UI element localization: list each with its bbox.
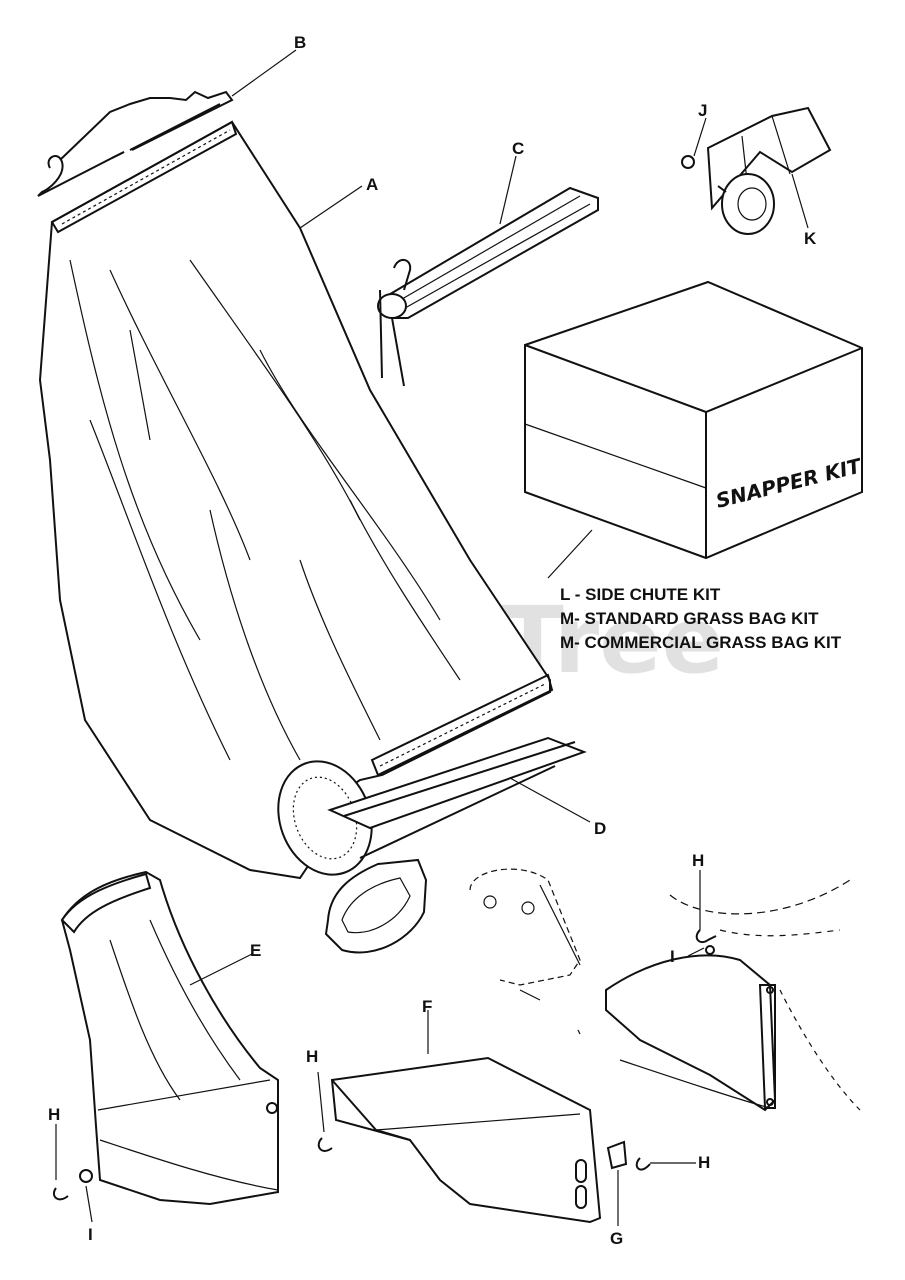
label-h-right: H [698,1153,710,1172]
label-g: G [610,1229,623,1248]
label-d: D [594,819,606,838]
discharge-chute-part-e [60,870,279,1206]
kit-list-item: M- STANDARD GRASS BAG KIT [560,609,819,628]
label-h-left: H [48,1105,60,1124]
part-labels: B A C J K D E H I F H H I G H [48,33,817,1248]
deflector-part-d [324,736,587,954]
snapper-kit-box: SNAPPER KIT [524,280,865,560]
deflector-rod-part-c [377,186,599,387]
kit-list-item: L - SIDE CHUTE KIT [560,585,721,604]
rear-cover-part-f [330,1056,602,1224]
mower-housing-background [469,868,861,1112]
label-e: E [250,941,261,960]
label-b: B [294,33,306,52]
label-h-top: H [692,851,704,870]
label-i-bottom: I [88,1225,93,1244]
knob-bracket-part-jk [681,106,832,235]
leader-lines [55,49,809,1226]
label-k: K [804,229,817,248]
label-h-mid: H [306,1047,318,1066]
grass-bag-part-a [38,120,554,880]
label-i-top: I [670,947,675,966]
kit-list-item: M- COMMERCIAL GRASS BAG KIT [560,633,842,652]
label-c: C [512,139,524,158]
hardware-pins [52,929,717,1201]
kit-list: L - SIDE CHUTE KIT M- STANDARD GRASS BAG… [560,585,842,652]
bag-handle-wire-part-b [37,90,234,197]
label-j: J [698,101,707,120]
label-f: F [422,997,432,1016]
label-a: A [366,175,378,194]
